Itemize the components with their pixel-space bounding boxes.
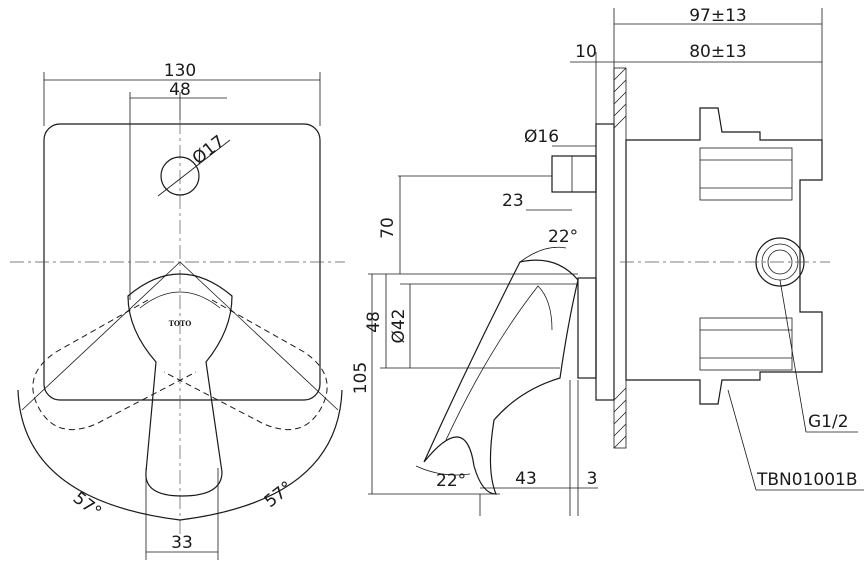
- angle-57-left: 57°: [69, 488, 105, 522]
- part-number-label: TBN01001B: [756, 470, 858, 490]
- rotation-ray-right: [179, 261, 339, 411]
- dim-3-label: 3: [587, 469, 598, 489]
- leader-part: [727, 389, 757, 491]
- rotation-ray-left: [21, 261, 181, 411]
- escutcheon-plate-side: [595, 123, 615, 401]
- dim-70-label: 70: [378, 217, 398, 239]
- lever-rotated-left: [32, 299, 197, 431]
- lever-rotated-right: [163, 299, 328, 431]
- valve-body: [625, 107, 823, 405]
- brand-logo: TOTO: [169, 319, 192, 328]
- dim-33-label: 33: [171, 533, 193, 553]
- wall-hatching: [613, 67, 627, 449]
- lever-handle-side: [423, 259, 579, 495]
- side-view: 97±13 10 80±13: [351, 6, 864, 516]
- dim-80-label: 80±13: [689, 42, 747, 62]
- inlet-bottom: [699, 317, 793, 371]
- dim-48-side-label: 48: [364, 311, 384, 333]
- dim-o16-label: Ø16: [524, 127, 559, 147]
- angle-top-label: 22°: [548, 227, 578, 247]
- spout: [551, 155, 597, 193]
- dim-105-label: 105: [351, 362, 371, 394]
- angle-arc-bottom: [415, 465, 471, 476]
- inlet-top: [699, 147, 793, 201]
- rotation-arc: [17, 389, 343, 521]
- dim-48-label: 48: [169, 80, 191, 100]
- dim-o42-label: Ø42: [389, 308, 409, 343]
- front-view: 130 48 Ø17 TOTO 57° 57° 33: [10, 61, 345, 560]
- spout-hole: [160, 156, 200, 196]
- angle-bottom-label: 22°: [436, 471, 466, 491]
- dim-130-label: 130: [164, 61, 196, 81]
- lever-top-edge: [139, 291, 221, 309]
- leader-o17: [157, 139, 231, 197]
- dim-10-label: 10: [575, 42, 597, 62]
- wall-section: [613, 67, 627, 449]
- outlet-bore: [767, 249, 793, 275]
- angle-arc-top: [519, 246, 567, 263]
- leader-g12: [779, 279, 807, 433]
- lever-handle-edge: [445, 285, 553, 441]
- dim-43-label: 43: [515, 469, 537, 489]
- dim-23-label: 23: [502, 191, 524, 211]
- dim-97-label: 97±13: [689, 6, 747, 26]
- thread-label: G1/2: [808, 412, 849, 432]
- lever-handle: [127, 273, 233, 497]
- handle-hub: [577, 277, 597, 379]
